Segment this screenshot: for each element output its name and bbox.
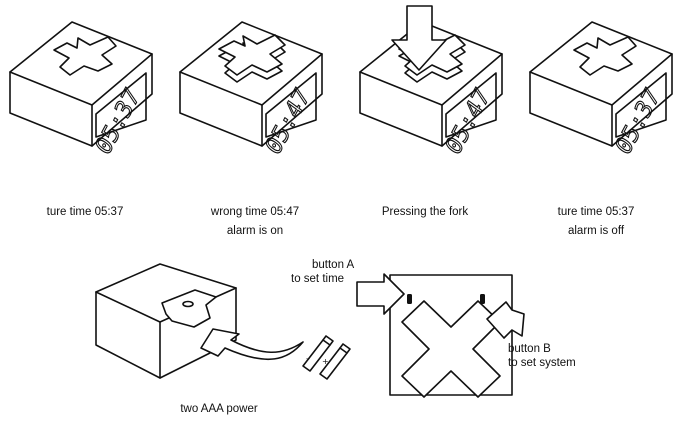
caption-state-1: ture time 05:37: [46, 206, 124, 218]
clock-state-1: 05:37: [9, 21, 153, 161]
caption-state-2: wrong time 05:47: [210, 206, 300, 218]
press-down-arrow: [391, 5, 447, 71]
caption-state-3: Pressing the fork: [381, 206, 469, 218]
caption-state-4: ture time 05:37: [557, 206, 635, 218]
button-b-label: button B: [508, 343, 551, 355]
clock-state-4: 05:37: [529, 21, 673, 161]
aaa-battery-2: [319, 343, 351, 380]
button-a-desc: to set time: [291, 273, 345, 285]
button-b-desc: to set system: [508, 357, 576, 369]
button-b[interactable]: [480, 294, 485, 304]
button-a[interactable]: [407, 294, 412, 304]
button-a-label: button A: [312, 259, 355, 271]
battery-plus-mark: +: [322, 357, 329, 366]
clock-state-2: 05:47: [179, 21, 323, 161]
aaa-battery-1: [302, 335, 334, 372]
insert-arrow: [200, 328, 304, 361]
battery-minus-mark: –: [306, 354, 310, 363]
subcaption-state-2: alarm is on: [226, 225, 284, 237]
clock-state-3: 05:47: [359, 5, 503, 161]
battery-compartment-view: + –: [95, 263, 351, 380]
button-a-arrow: [356, 273, 405, 315]
button-b-arrow: [486, 301, 525, 339]
battery-caption: two AAA power: [180, 403, 258, 415]
back-view: [356, 273, 525, 398]
back-cross: [401, 300, 501, 398]
battery-cover: [161, 289, 217, 328]
subcaption-state-4: alarm is off: [567, 225, 625, 237]
cover-screw: [182, 300, 194, 308]
